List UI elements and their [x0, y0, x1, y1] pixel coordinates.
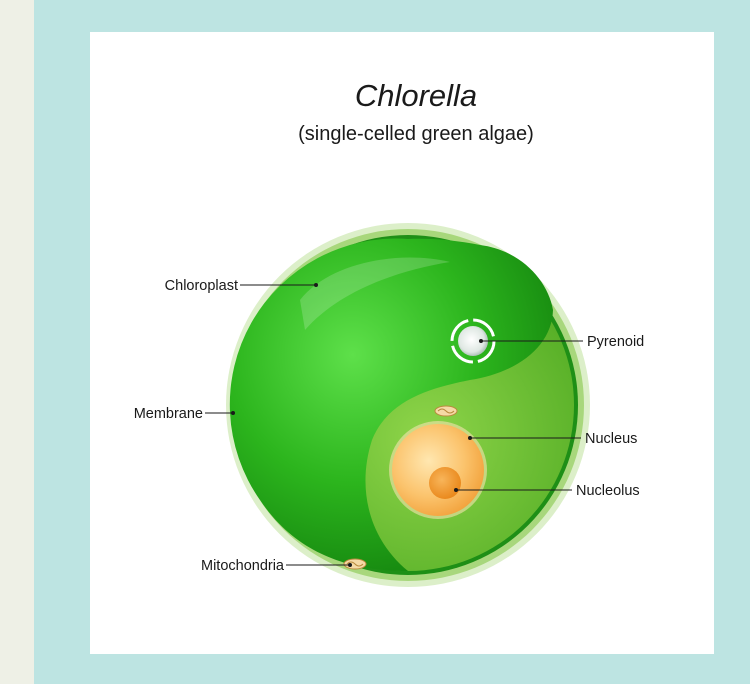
nucleolus: [429, 467, 461, 499]
nucleus: [389, 421, 487, 519]
diagram-subtitle: (single-celled green algae): [298, 123, 534, 145]
nucleolus-label: Nucleolus: [576, 483, 640, 499]
nucleus-label: Nucleus: [585, 431, 637, 447]
membrane-label: Membrane: [134, 406, 203, 422]
diagram-title: Chlorella: [355, 78, 477, 113]
mitochondrion-lower: [344, 559, 366, 569]
mitochondrion-upper: [435, 406, 457, 416]
chloroplast-label: Chloroplast: [165, 278, 238, 294]
pyrenoid-label: Pyrenoid: [587, 334, 644, 350]
cell: [226, 223, 590, 587]
label-membrane: Membrane: [134, 406, 235, 422]
mitochondria-label: Mitochondria: [201, 558, 285, 574]
